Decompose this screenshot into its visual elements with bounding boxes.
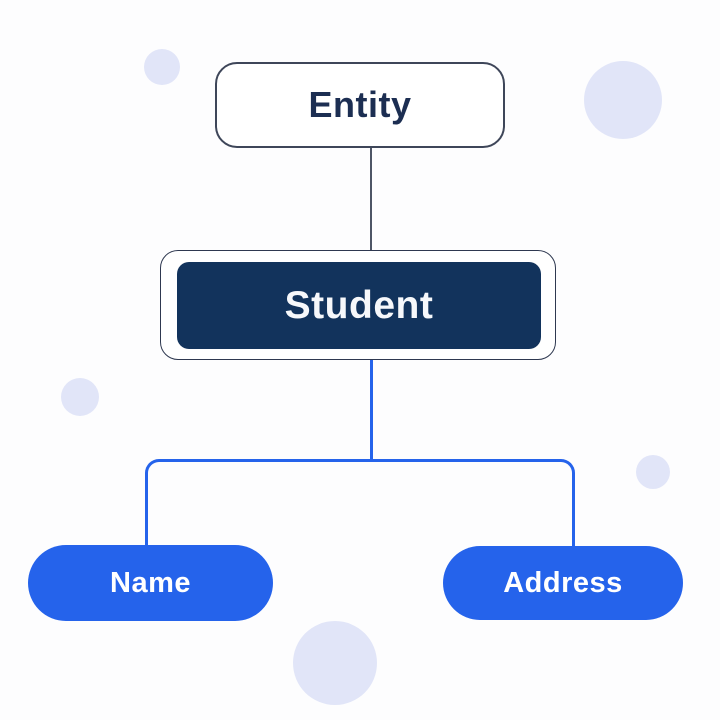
attribute-pill-address-label: Address [503, 566, 623, 599]
decorative-circle [584, 61, 662, 139]
connector-entity-student [370, 148, 372, 251]
attribute-pill-name: Name [28, 545, 273, 621]
connector-student-branch [370, 360, 373, 460]
decorative-circle [636, 455, 670, 489]
attribute-pill-name-label: Name [110, 566, 191, 599]
student-node: Student [177, 262, 541, 349]
attribute-pill-address: Address [443, 546, 683, 620]
student-node-label: Student [284, 283, 434, 327]
entity-node: Entity [215, 62, 505, 148]
decorative-circle [144, 49, 180, 85]
decorative-circle [293, 621, 377, 705]
branch-connector [145, 459, 575, 547]
decorative-circle [61, 378, 99, 416]
entity-node-label: Entity [308, 84, 412, 125]
